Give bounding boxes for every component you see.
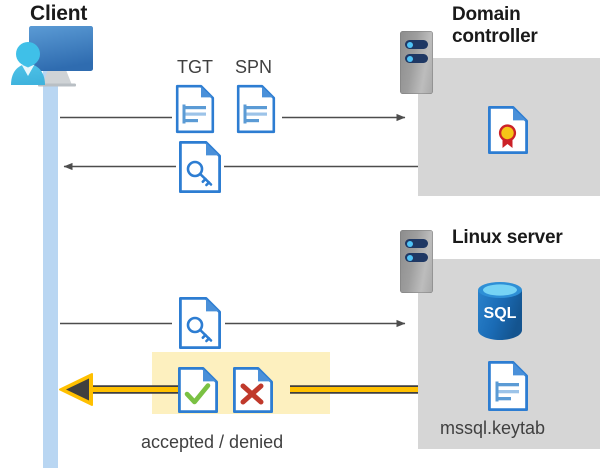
sql-database-icon: SQL bbox=[472, 280, 528, 342]
tgt-label: TGT bbox=[177, 57, 213, 77]
certificate-document-icon bbox=[487, 105, 529, 155]
ticket-key-document-icon-lower bbox=[178, 296, 222, 350]
rack-bar bbox=[405, 40, 428, 49]
client-icon bbox=[8, 22, 103, 92]
rack-led-icon bbox=[407, 240, 413, 247]
svg-text:SQL: SQL bbox=[484, 305, 517, 322]
linux-server-title: Linux server bbox=[452, 227, 563, 248]
keytab-filename-label: mssql.keytab bbox=[440, 418, 546, 438]
accepted-denied-caption: accepted / denied bbox=[141, 432, 284, 452]
ticket-key-document-icon-upper bbox=[178, 140, 222, 194]
rack-bar bbox=[405, 239, 428, 248]
message-4-linux-to-client bbox=[59, 373, 418, 406]
rack-bar bbox=[405, 54, 428, 63]
domain-controller-title-line1: Domain bbox=[452, 4, 521, 25]
rack-bar bbox=[405, 253, 428, 262]
tgt-document-icon bbox=[175, 84, 215, 134]
domain-controller-title: Domain controller bbox=[452, 4, 597, 47]
spn-label: SPN bbox=[235, 57, 273, 77]
client-title: Client bbox=[30, 2, 88, 25]
client-lifeline bbox=[43, 62, 58, 468]
spn-document-icon bbox=[236, 84, 276, 134]
client-user-monitor-icon bbox=[11, 26, 93, 87]
rack-led-icon bbox=[407, 55, 413, 62]
rack-led-icon bbox=[407, 254, 413, 261]
linux-server-rack-icon bbox=[400, 230, 433, 293]
rack-led-icon bbox=[407, 41, 413, 48]
denied-document-icon bbox=[232, 366, 274, 414]
keytab-document-icon bbox=[487, 360, 529, 412]
domain-controller-server-rack-icon bbox=[400, 31, 433, 94]
accepted-document-icon bbox=[177, 366, 219, 414]
domain-controller-title-line2: controller bbox=[452, 25, 538, 47]
